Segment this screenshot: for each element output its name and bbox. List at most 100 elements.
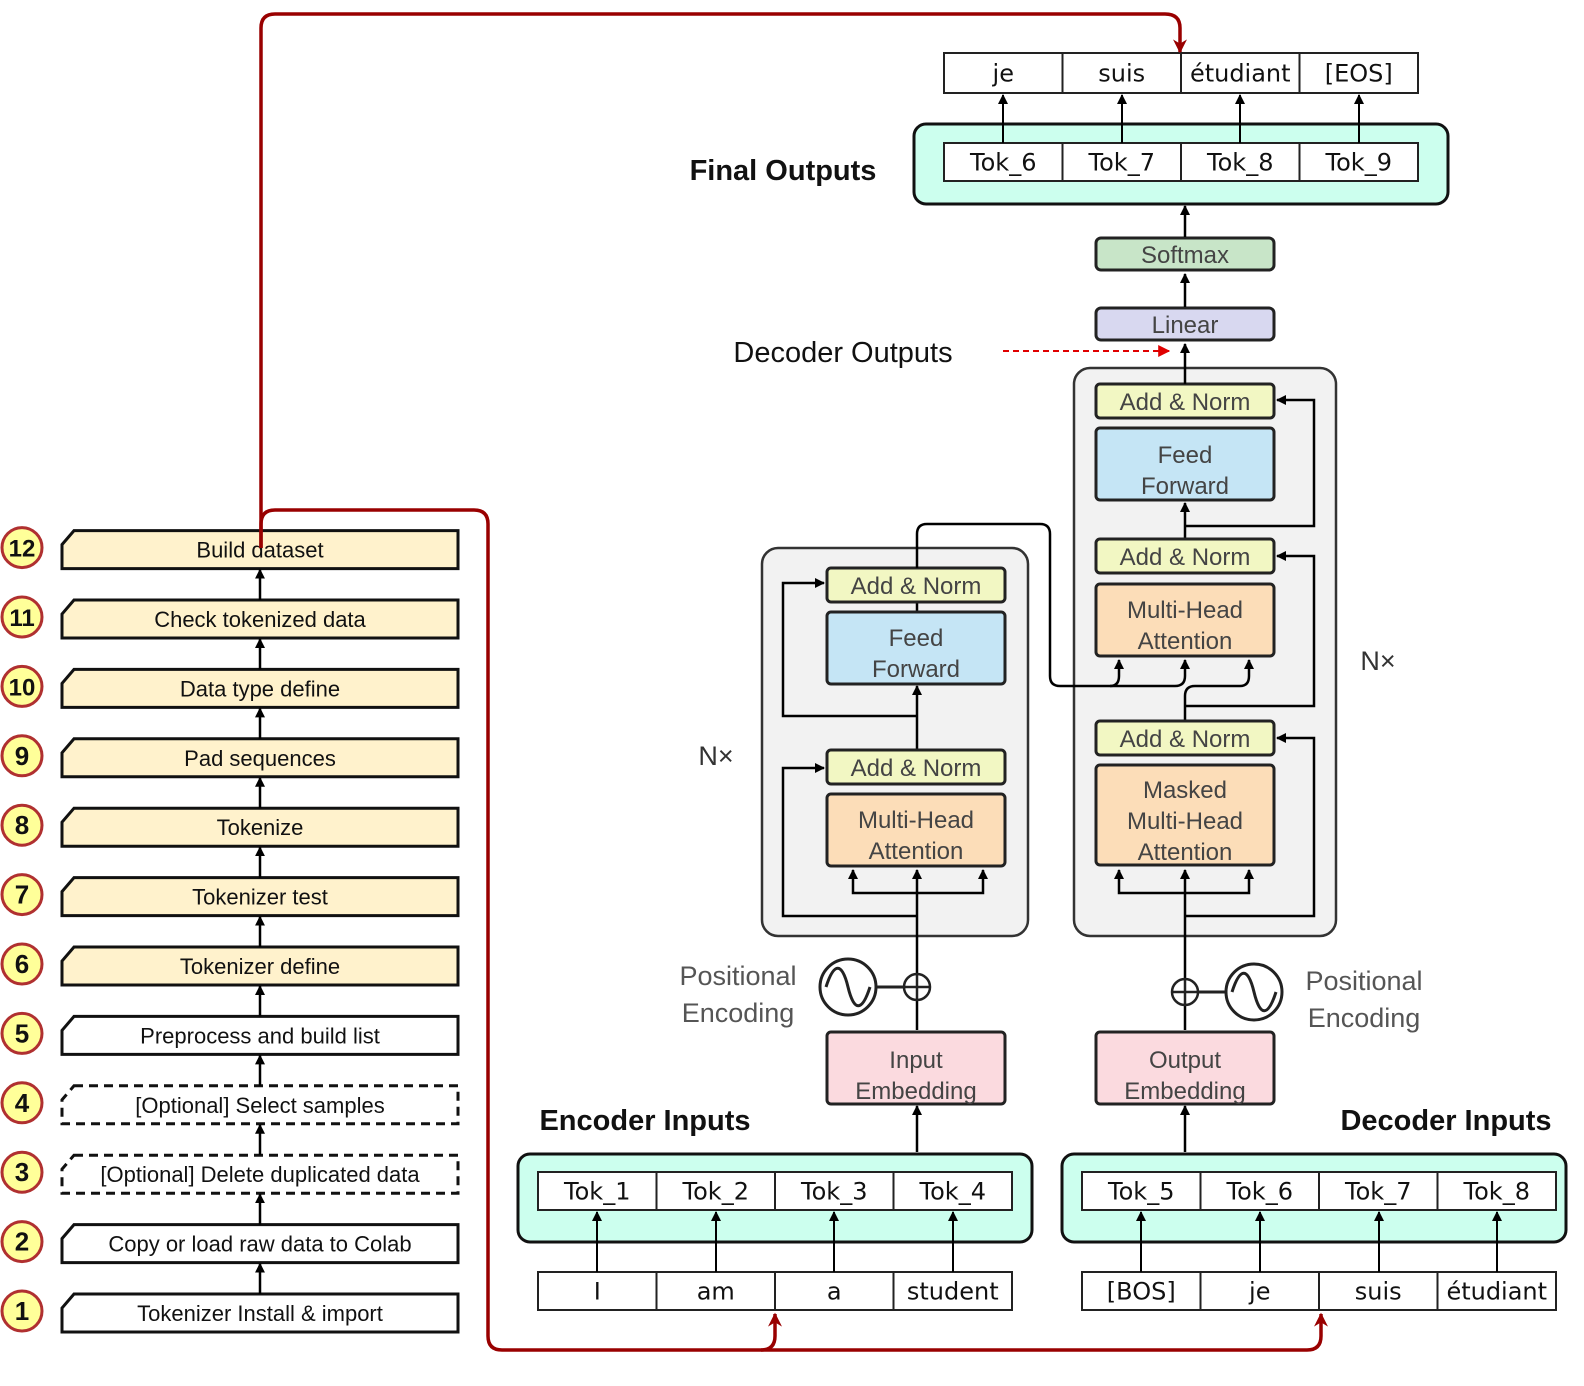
encoder-input-token-cell	[774, 1171, 895, 1211]
decoder-input-word: étudiant	[1446, 1278, 1547, 1306]
dataset-to-outputs-arrow	[259, 12, 1187, 548]
pipeline-step-label: Tokenizer Install & import	[137, 1301, 383, 1326]
final-output-word-cell	[943, 52, 1064, 94]
encoder-input-word: a	[827, 1278, 842, 1306]
pipeline-step-label: Tokenizer define	[180, 954, 340, 979]
decoder-masked-mha-box	[1094, 763, 1276, 867]
pipeline-step-badge	[0, 1011, 44, 1055]
final-output-token-cell	[1298, 142, 1419, 182]
pipeline-step-number: 8	[15, 810, 29, 840]
encoder-add-norm-1: Add & Norm	[851, 755, 982, 782]
encoder-input-word: am	[697, 1278, 735, 1306]
decoder-add-norm-1-box	[1094, 719, 1276, 757]
decoder-add-norm-2: Add & Norm	[1120, 544, 1251, 571]
decoder-input-word: suis	[1355, 1278, 1402, 1306]
encoder-sine-wave-icon	[824, 966, 872, 1008]
decoder-input-token: Tok_6	[1226, 1178, 1293, 1206]
decoder-input-token-cell	[1318, 1171, 1439, 1211]
encoder-input-word: student	[907, 1278, 999, 1306]
decoder-input-token-cell	[1436, 1171, 1557, 1211]
pipeline-step-badge	[0, 803, 44, 847]
softmax-label: Softmax	[1141, 242, 1229, 269]
decoder-input-token-cell	[1081, 1171, 1202, 1211]
encoder-add-norm-1-box	[825, 748, 1007, 786]
decoder-input-tokens: Tok_5 Tok_6 Tok_7 Tok_8	[1081, 1171, 1557, 1211]
encoder-embedding-box	[825, 1030, 1007, 1106]
encoder-input-token-cell	[537, 1171, 658, 1211]
encoder-ffn-box	[825, 610, 1007, 686]
pipeline-step-number: 5	[15, 1018, 29, 1048]
pipeline-step-badge	[0, 942, 44, 986]
encoder-inputs-label: Encoder Inputs	[539, 1105, 750, 1137]
decoder-input-token: Tok_7	[1344, 1178, 1411, 1206]
pipeline-step-label: [Optional] Delete duplicated data	[100, 1162, 420, 1187]
decoder-input-word: je	[1248, 1278, 1270, 1306]
pipeline-step-number: 11	[9, 605, 34, 632]
pipeline-step-label: Tokenize	[217, 815, 304, 840]
decoder-outputs-label: Decoder Outputs	[733, 337, 952, 369]
encoder-mha-box	[825, 792, 1007, 868]
encoder-residual-2	[781, 578, 917, 718]
pipeline-step-badge	[0, 734, 44, 778]
decoder-inputs-label: Decoder Inputs	[1340, 1105, 1551, 1137]
final-output-word: étudiant	[1190, 60, 1291, 88]
final-output-word: [EOS]	[1325, 60, 1393, 88]
decoder-input-token: Tok_8	[1463, 1178, 1530, 1206]
encoder-input-word-cell	[892, 1271, 1013, 1311]
pipeline-step-label: Tokenizer test	[192, 885, 328, 910]
decoder-add-norm-3: Add & Norm	[1120, 389, 1251, 416]
final-output-word: suis	[1098, 60, 1145, 88]
decoder-embedding-box	[1094, 1030, 1276, 1106]
encoder-input-token-cell	[655, 1171, 776, 1211]
softmax-box	[1094, 236, 1276, 272]
pipeline-step-badge	[0, 1220, 44, 1264]
linear-box	[1094, 306, 1276, 342]
pipeline-step-badge	[0, 1081, 44, 1125]
encoder-input-token: Tok_1	[563, 1178, 630, 1206]
decoder-mha-box	[1094, 582, 1276, 658]
pipeline-step-number: 9	[15, 741, 29, 771]
encoder-input-word-cell	[655, 1271, 776, 1311]
pipeline-step-box	[60, 1292, 460, 1334]
final-output-word-cell	[1180, 52, 1301, 94]
pipeline-step-number: 12	[9, 536, 36, 563]
pipeline-step-badge	[0, 1150, 44, 1194]
encoder-input-token: Tok_2	[682, 1178, 749, 1206]
decoder-input-word-cell	[1318, 1271, 1439, 1311]
pipeline-step-label: [Optional] Select samples	[135, 1093, 384, 1118]
encoder-input-token-cell	[892, 1171, 1013, 1211]
pipeline-step-label: Data type define	[180, 676, 340, 701]
pipeline-step-badge	[0, 595, 44, 639]
encoder-add-norm-2: Add & Norm	[851, 573, 982, 600]
final-output-token: Tok_9	[1325, 149, 1392, 177]
decoder-add-norm-1: Add & Norm	[1120, 726, 1251, 753]
decoder-input-token: Tok_5	[1107, 1178, 1174, 1206]
pipeline-step-number: 7	[15, 880, 29, 910]
decoder-ffn-box	[1094, 426, 1276, 502]
decoder-repeat-label: N×	[1360, 646, 1395, 676]
final-output-token: Tok_6	[969, 149, 1036, 177]
flow-arrows	[259, 12, 1328, 1352]
decoder-add-norm-2-box	[1094, 537, 1276, 575]
encoder-residual-1	[781, 763, 917, 918]
pipeline-step-number: 1	[15, 1296, 29, 1326]
